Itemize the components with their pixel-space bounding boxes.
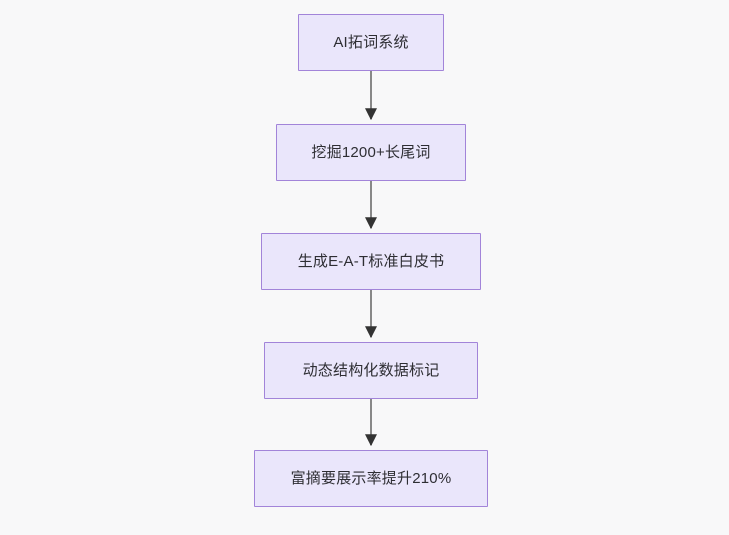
flowchart-node-label: 挖掘1200+长尾词 <box>311 143 431 161</box>
flowchart-node-dynamic-structured-data-markup[interactable]: 动态结构化数据标记 <box>264 342 478 399</box>
flowchart-node-label: 生成E-A-T标准白皮书 <box>297 252 445 270</box>
flowchart-node-generate-eat-whitepaper[interactable]: 生成E-A-T标准白皮书 <box>261 233 481 290</box>
flowchart-node-label: 富摘要展示率提升210% <box>290 469 452 487</box>
flowchart-node-label: AI拓词系统 <box>333 33 409 51</box>
flowchart-node-ai-keyword-system[interactable]: AI拓词系统 <box>298 14 444 71</box>
flowchart-node-mine-longtail-keywords[interactable]: 挖掘1200+长尾词 <box>276 124 466 181</box>
flowchart-node-rich-snippet-impression-uplift[interactable]: 富摘要展示率提升210% <box>254 450 488 507</box>
flowchart-node-label: 动态结构化数据标记 <box>302 361 440 379</box>
